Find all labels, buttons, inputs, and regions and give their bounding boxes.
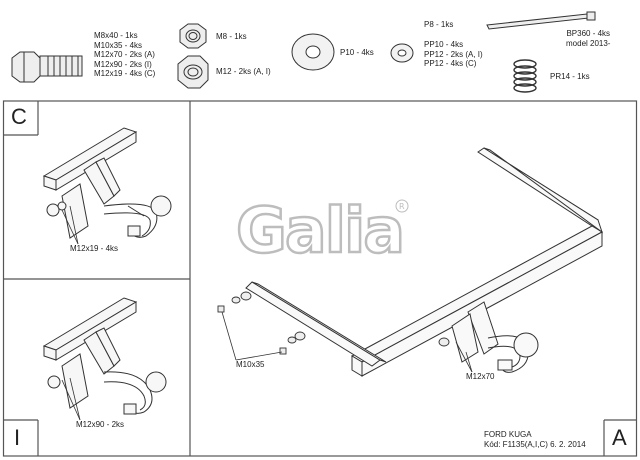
svg-text:Galia: Galia bbox=[236, 194, 403, 262]
bolt-spec: M10x35 - 4ks bbox=[94, 40, 143, 50]
panel-c-callout: M12x19 - 4ks bbox=[70, 244, 119, 253]
bolt-spec: M12x90 - 2ks (I) bbox=[94, 59, 152, 69]
cable-tie-label: BP360 - 4ks model 2013- bbox=[566, 29, 610, 48]
washer-p10-label: P10 - 4ks bbox=[340, 48, 374, 57]
nut-m8-icon bbox=[179, 23, 207, 49]
cable-tie-icon bbox=[486, 11, 596, 30]
panel-a-callout-m10: M10x35 bbox=[236, 360, 265, 369]
panel-i-letter: I bbox=[14, 425, 21, 450]
panel-i-leaders bbox=[61, 377, 81, 421]
washer-p10-icon bbox=[291, 33, 335, 71]
svg-text:R: R bbox=[399, 202, 405, 211]
panel-c-drawing bbox=[42, 127, 172, 239]
washer-pp-spec: PP12 - 4ks (C) bbox=[424, 59, 477, 68]
footer-block: FORD KUGA Kód: F1135(A,I,C) 6. 2. 2014 bbox=[484, 430, 586, 450]
washer-p8-label: P8 - 1ks bbox=[424, 20, 454, 29]
panel-i-drawing bbox=[42, 297, 167, 415]
bolt-icon bbox=[11, 51, 83, 83]
washer-pp-list: PP10 - 4ks PP12 - 2ks (A, I) PP12 - 4ks … bbox=[424, 40, 483, 69]
washer-pp-spec: PP12 - 2ks (A, I) bbox=[424, 49, 483, 59]
bolt-spec: M8x40 - 1ks bbox=[94, 31, 138, 40]
brand-logo: Galia R bbox=[235, 193, 409, 262]
panel-a-letter: A bbox=[612, 425, 627, 450]
cable-tie-spec: BP360 - 4ks bbox=[566, 29, 611, 38]
panel-i-callout: M12x90 - 2ks bbox=[76, 420, 125, 429]
panel-a-leaders bbox=[221, 311, 473, 373]
nut-m8-label: M8 - 1ks bbox=[216, 32, 247, 41]
frame-lines bbox=[2, 100, 638, 457]
panel-a-callout-m12: M12x70 bbox=[466, 372, 495, 381]
panel-c-leaders bbox=[61, 205, 79, 245]
nut-m12-icon bbox=[177, 55, 209, 89]
panel-a-hardware bbox=[217, 291, 450, 355]
product-code: Kód: F1135(A,I,C) 6. 2. 2014 bbox=[484, 440, 586, 449]
panel-c-letter: C bbox=[11, 104, 27, 129]
washer-pp-icon bbox=[390, 43, 414, 63]
washer-pp-spec: PP10 - 4ks bbox=[424, 40, 464, 49]
spring-icon bbox=[513, 59, 537, 93]
cable-tie-model: model 2013- bbox=[566, 38, 611, 48]
panel-a-drawing bbox=[245, 147, 604, 377]
bolt-spec: M12x70 - 2ks (A) bbox=[94, 50, 155, 59]
bolt-spec: M12x19 - 4ks (C) bbox=[94, 69, 156, 78]
spring-label: PR14 - 1ks bbox=[550, 72, 590, 81]
vehicle-model: FORD KUGA bbox=[484, 430, 532, 439]
bolt-list: M8x40 - 1ks M10x35 - 4ks M12x70 - 2ks (A… bbox=[94, 31, 155, 79]
nut-m12-label: M12 - 2ks (A, I) bbox=[216, 67, 271, 76]
